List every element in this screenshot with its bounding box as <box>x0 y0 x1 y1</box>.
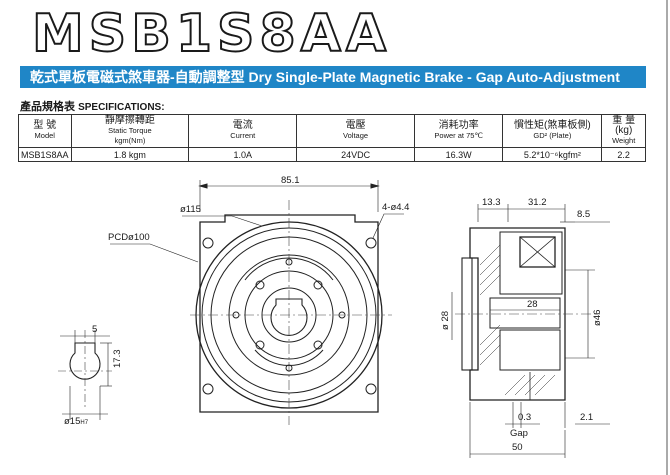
col-weight: 重 量 (kg)Weight <box>601 114 646 148</box>
mount-hole-tr <box>365 237 377 249</box>
dim-0-3: 0.3 <box>518 412 531 423</box>
product-banner: 乾式單板電磁式煞車器-自動調整型 Dry Single-Plate Magnet… <box>20 66 646 88</box>
cell-power: 16.3W <box>413 147 504 162</box>
dim-gap: Gap <box>510 428 528 439</box>
dim-2-1: 2.1 <box>580 412 593 423</box>
dim-width-85: 85.1 <box>281 175 300 186</box>
cell-inertia: 5.2*10⁻⁶kgfm² <box>502 147 603 162</box>
shaft-view <box>58 330 112 420</box>
spec-data-row: MSB1S8AA 1.8 kgm 1.0A 24VDC 16.3W 5.2*10… <box>18 147 646 162</box>
side-section-view <box>451 204 610 458</box>
dim-holes: 4-ø4.4 <box>382 202 409 213</box>
page-border <box>666 0 668 475</box>
dim-8-5: 8.5 <box>577 209 590 220</box>
dim-key-5: 5 <box>92 324 97 335</box>
spec-heading-en: SPECIFICATIONS: <box>78 102 165 113</box>
page-title: MSB1S8AA <box>31 3 392 65</box>
dim-dia-28: ø 28 <box>440 311 451 330</box>
dim-pcd: PCDø100 <box>108 232 150 243</box>
spec-heading-zh: 產品規格表 <box>20 101 75 113</box>
cell-current: 1.0A <box>188 147 298 162</box>
dim-bore-115: ø115 <box>180 204 201 215</box>
mount-hole-bl <box>202 383 214 395</box>
dim-31-2: 31.2 <box>528 197 547 208</box>
dim-shaft: ø15H7 <box>64 416 89 427</box>
dim-13-3: 13.3 <box>482 197 501 208</box>
mount-hole-br <box>365 383 377 395</box>
specifications-heading: 產品規格表 SPECIFICATIONS: <box>20 98 165 114</box>
dim-28: 28 <box>527 299 538 310</box>
col-inertia: 慣性矩(煞車板側)GD² (Plate) <box>502 114 603 148</box>
dim-key-17: 17.3 <box>112 350 123 369</box>
dim-dia-46: ø46 <box>592 310 603 326</box>
cell-weight: 2.2 <box>601 147 646 162</box>
front-view <box>110 180 404 425</box>
dim-50: 50 <box>512 442 523 453</box>
mount-hole-tl <box>202 237 214 249</box>
